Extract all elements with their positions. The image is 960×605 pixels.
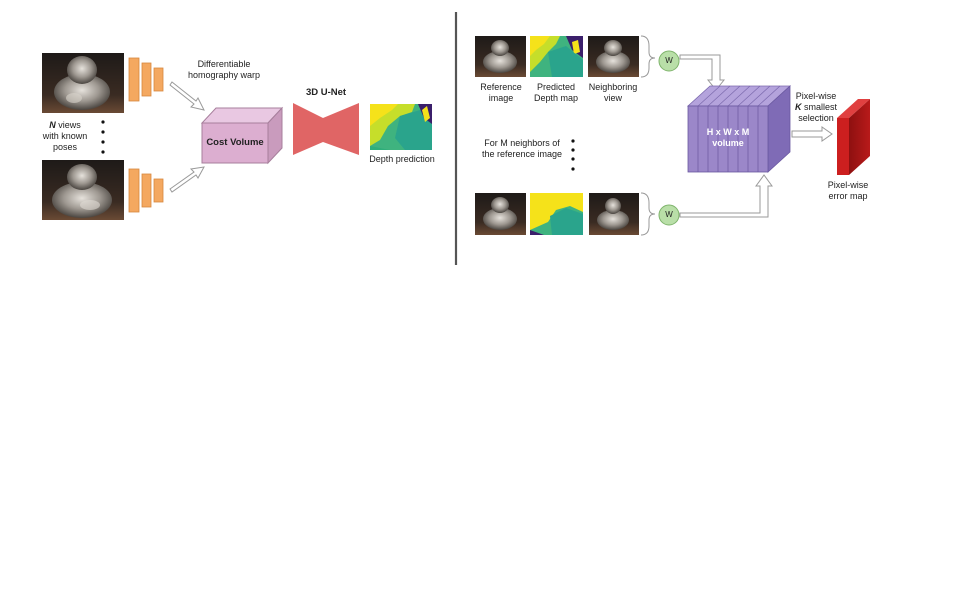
selection-label-line2: K smallest xyxy=(788,102,844,113)
feature-extractor-top xyxy=(128,57,164,102)
views-label-line1: N views xyxy=(38,120,92,131)
warp-label: Differentiable homography warp xyxy=(178,59,270,81)
hwm-volume xyxy=(686,85,792,173)
warp-circle-top xyxy=(658,50,680,72)
brace-bottom xyxy=(640,192,656,236)
cost-volume-cube xyxy=(200,106,284,165)
views-ellipsis xyxy=(101,120,105,154)
selection-label-line2-rest: smallest xyxy=(801,102,837,112)
predicted-depth-top xyxy=(530,36,583,77)
connector-top xyxy=(679,54,726,91)
warp-symbol-bottom: W xyxy=(665,210,673,219)
views-label-n: N xyxy=(49,120,56,130)
error-map-label-line1: Pixel-wise xyxy=(827,180,869,190)
neighboring-label-line2: view xyxy=(603,93,622,103)
predicted-depth-label: Predicted Depth map xyxy=(526,82,586,104)
warp-arrow-bottom xyxy=(169,166,205,193)
reference-label-line2: image xyxy=(488,93,514,103)
neighbors-ellipsis xyxy=(571,139,575,171)
selection-label-line1: Pixel-wise xyxy=(795,91,837,101)
unet-shape xyxy=(293,103,359,155)
selection-label-k: K xyxy=(794,102,802,112)
volume-label: H x W x M volume xyxy=(690,127,766,149)
error-map-label-line2: error map xyxy=(828,191,868,201)
neighboring-view-top xyxy=(588,36,639,77)
volume-label-line1: H x W x M xyxy=(706,127,750,137)
views-label-line1-rest: views xyxy=(55,120,81,130)
neighboring-view-bottom xyxy=(589,193,639,235)
error-map-slab xyxy=(837,99,870,175)
selection-arrow xyxy=(791,126,833,142)
selection-label-line3: selection xyxy=(798,113,834,123)
predicted-label-line2: Depth map xyxy=(533,93,579,103)
warp-label-line1: Differentiable xyxy=(197,59,251,69)
predicted-depth-bottom xyxy=(530,193,583,235)
predicted-label-line1: Predicted xyxy=(536,82,576,92)
reference-image-top xyxy=(475,36,526,77)
views-label-line3: poses xyxy=(52,142,78,152)
cost-volume-label: Cost Volume xyxy=(206,137,264,148)
neighbors-note: For M neighbors of the reference image xyxy=(478,138,566,160)
neighboring-view-label: Neighboring view xyxy=(583,82,643,104)
selection-label: Pixel-wise K smallest selection xyxy=(788,91,844,124)
neighbors-note-line1: For M neighbors of xyxy=(484,138,560,148)
reference-image-bottom xyxy=(475,193,526,235)
neighbors-note-line2: the reference image xyxy=(481,149,563,159)
warp-label-line2: homography warp xyxy=(187,70,261,80)
neighboring-label-line1: Neighboring xyxy=(588,82,638,92)
warp-symbol-top: W xyxy=(665,56,673,65)
depth-prediction-label: Depth prediction xyxy=(369,154,435,164)
connector-bottom xyxy=(679,174,773,218)
feature-extractor-bottom xyxy=(128,168,164,213)
reference-label-line1: Reference xyxy=(480,82,522,92)
volume-label-line2: volume xyxy=(712,138,744,148)
warp-circle-bottom xyxy=(658,204,680,226)
views-label: N views with known poses xyxy=(38,120,92,153)
depth-prediction-image xyxy=(370,104,432,150)
brace-top xyxy=(640,35,656,78)
warp-arrow-top xyxy=(169,81,205,111)
input-view-bottom xyxy=(42,160,124,220)
views-label-line2: with known xyxy=(42,131,88,141)
error-map-label: Pixel-wise error map xyxy=(820,180,876,202)
reference-label: Reference image xyxy=(472,82,530,104)
unet-label: 3D U-Net xyxy=(305,87,347,98)
input-view-top xyxy=(42,53,124,113)
